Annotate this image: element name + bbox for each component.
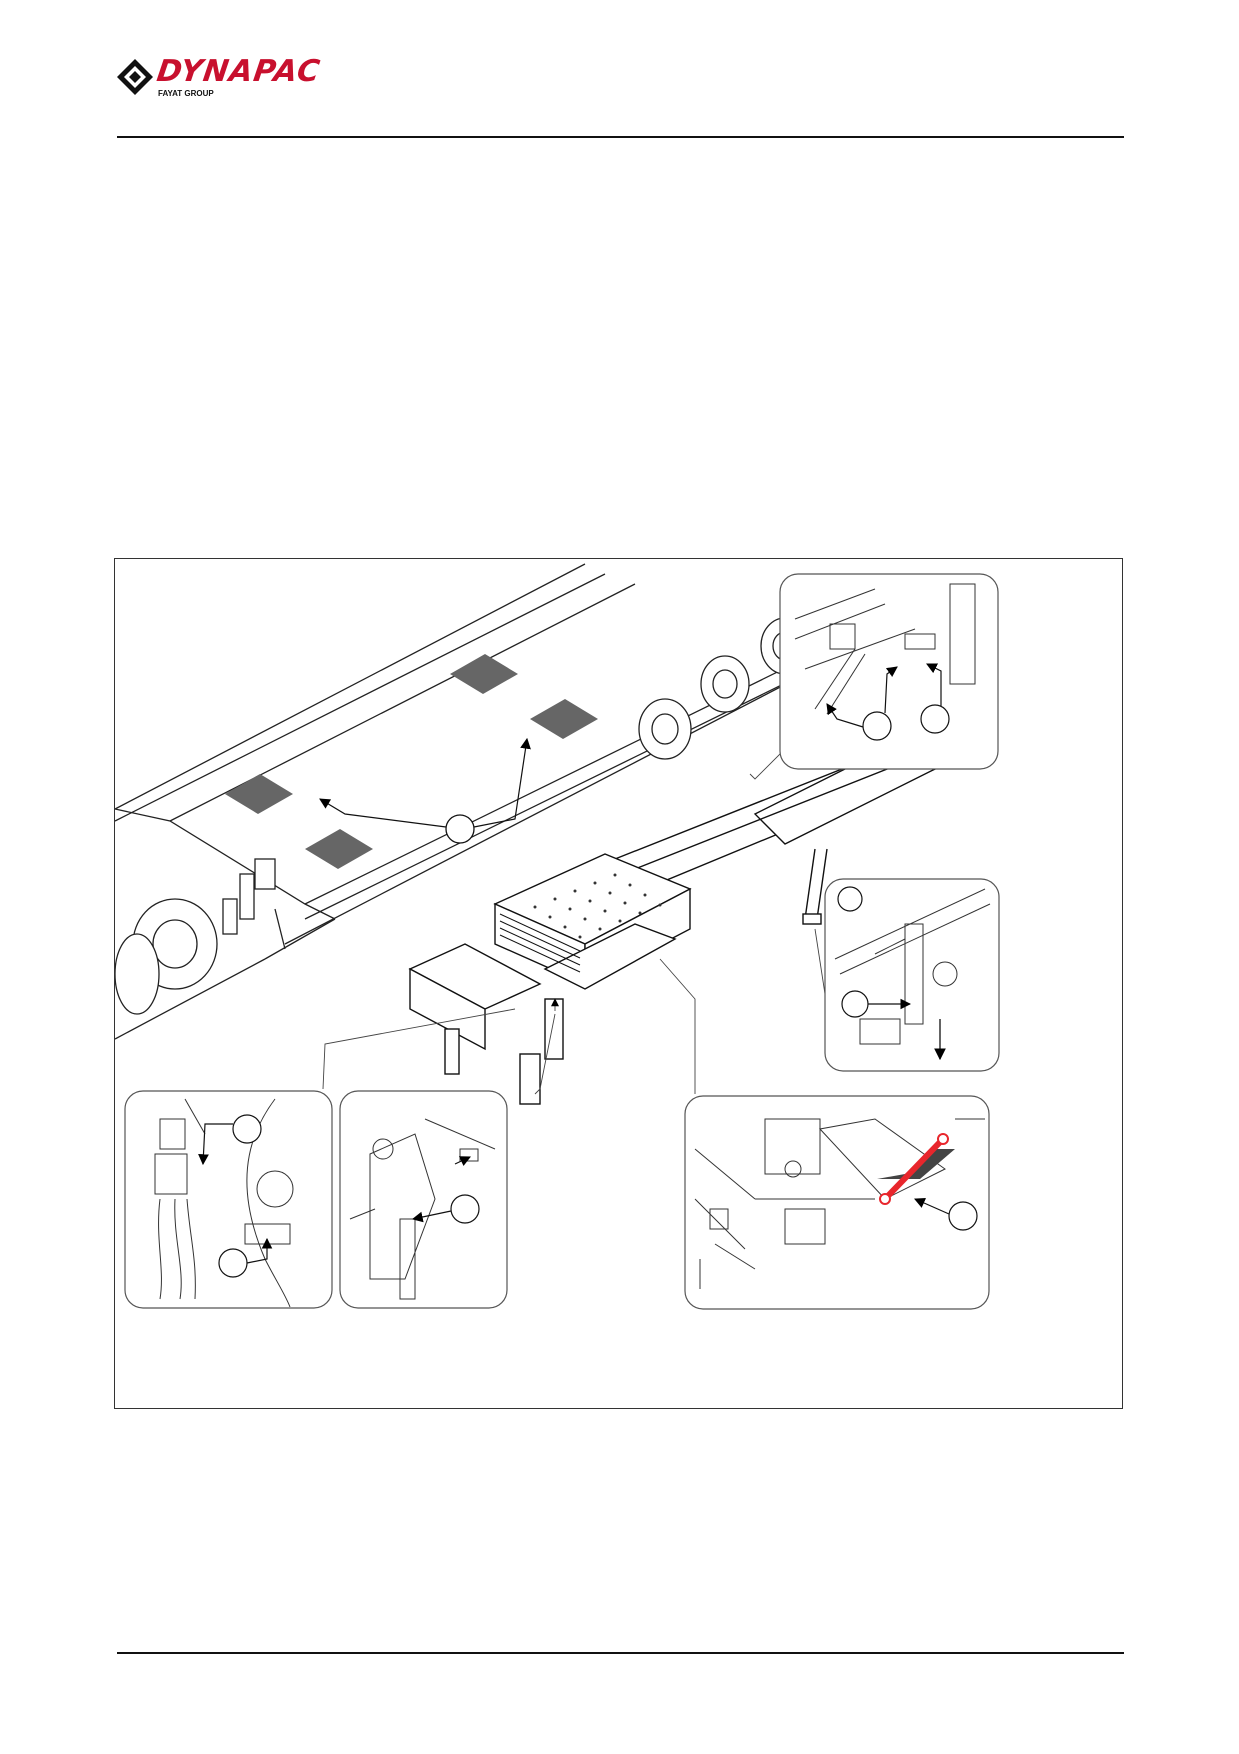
detail-bubble-icon <box>948 1201 978 1231</box>
paver-transport-diagram <box>115 563 1000 1310</box>
detail-panel-strut <box>684 1095 990 1310</box>
hopper-grid <box>533 873 662 939</box>
machine-illustration <box>114 558 1123 1409</box>
detail-panel-hydraulics <box>124 1090 333 1309</box>
detail-panel-lock-pin <box>339 1090 508 1309</box>
detail-panel-conveyor <box>779 573 999 770</box>
header-rule <box>117 136 1124 138</box>
highlighted-strut <box>882 1136 946 1202</box>
trailer-legs <box>222 858 276 935</box>
detail-bubble-icon <box>450 1194 480 1224</box>
detail-bubble-icon <box>837 886 863 912</box>
brand-subtitle: FAYAT GROUP <box>158 89 214 98</box>
dynapac-logo: DYNAPAC FAYAT GROUP <box>115 54 415 105</box>
callout-deck-pads <box>319 737 531 844</box>
deck-pads <box>225 654 598 869</box>
detail-bubble-icon <box>445 814 475 844</box>
detail-panel-support-leg <box>824 878 1000 1072</box>
brand-name: DYNAPAC <box>154 54 323 89</box>
dynapac-logo-icon <box>117 59 153 95</box>
callout-arrow-icon <box>319 798 447 828</box>
hopper-vent <box>499 913 581 973</box>
detail-bubble-icon <box>841 990 869 1018</box>
paver-machine <box>408 718 977 1105</box>
footer-rule <box>117 1652 1124 1654</box>
detail-bubble-icon <box>862 711 892 741</box>
trailer-deck <box>115 563 866 1040</box>
detail-bubble-icon <box>920 704 950 734</box>
detail-bubble-icon <box>232 1114 262 1144</box>
detail-bubble-icon <box>218 1248 248 1278</box>
